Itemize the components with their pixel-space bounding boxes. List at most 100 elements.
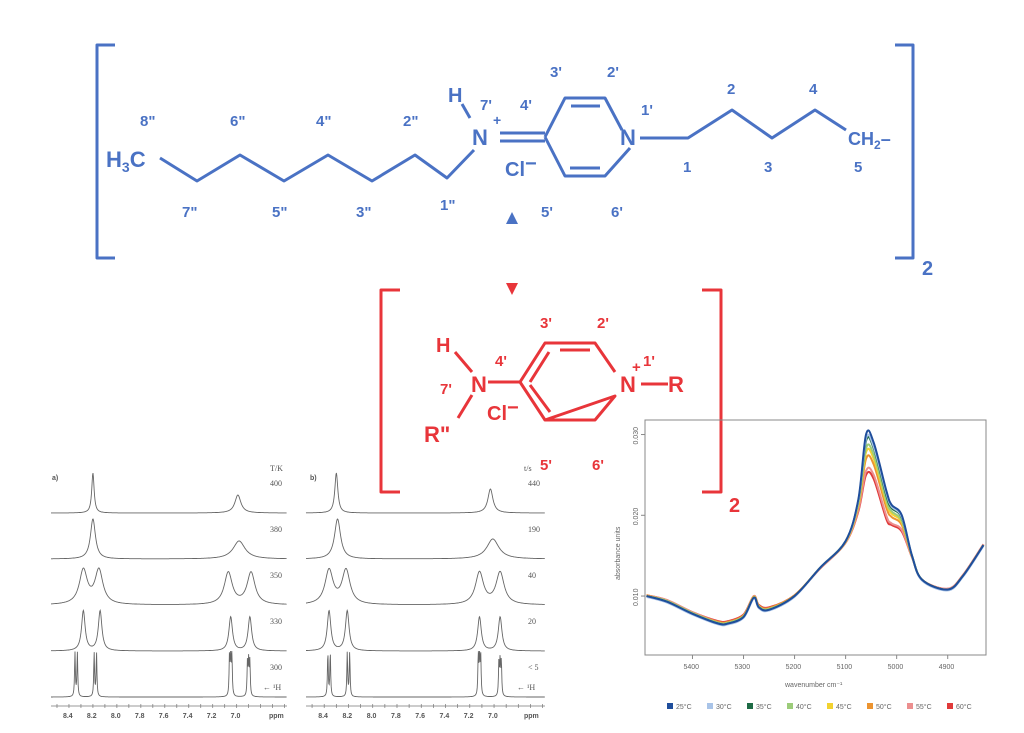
nmr-trace-label: 40: [528, 571, 536, 580]
legend-swatch: [907, 703, 913, 709]
pyridinium-ring: [543, 96, 632, 178]
position-7p: 7': [480, 97, 492, 114]
blue-structure: 2 H3C CH2– N N H + Cl− 8" 6" 4" 2" 7" 5"…: [95, 43, 933, 280]
pentyl-chain: [640, 108, 847, 140]
left-bracket: [95, 43, 115, 260]
ir-x-tick-label: 5300: [735, 664, 751, 671]
positive-charge: +: [493, 112, 501, 128]
nmr-trace: [51, 608, 287, 652]
position-5: 5: [854, 159, 862, 176]
position-1p: 1': [641, 102, 653, 119]
positive-charge-red: +: [632, 359, 641, 376]
position-4pp: 4": [316, 113, 331, 130]
position-7p-red: 7': [440, 381, 452, 398]
hexyl-chain: [159, 148, 476, 183]
legend-label: 30°C: [716, 703, 732, 711]
nmr-tick-label: 7.0: [488, 713, 498, 720]
position-2pp: 2": [403, 113, 418, 130]
imine-double-bond: [500, 131, 545, 143]
position-2: 2: [727, 81, 735, 98]
nmr-tick-label: 8.0: [367, 713, 377, 720]
ir-x-tick-label: 5100: [837, 664, 853, 671]
position-1pp: 1": [440, 197, 455, 214]
nmr-tick-label: 8.2: [87, 713, 97, 720]
right-bracket: [895, 43, 915, 260]
legend-swatch: [867, 703, 873, 709]
atom-h-red: H: [436, 335, 450, 357]
nmr-tick-label: 7.8: [135, 713, 145, 720]
nmr-trace: [51, 473, 287, 514]
position-6pp: 6": [230, 113, 245, 130]
nmr-trace-label: 440: [528, 479, 540, 488]
nmr-trace-label: 350: [270, 571, 282, 580]
polymer-subscript: 2: [922, 258, 933, 280]
ir-y-tick-label: 0.030: [633, 427, 640, 445]
atom-n-imine: N: [472, 125, 488, 150]
panel-b-title: b): [310, 475, 317, 482]
legend-label: 40°C: [796, 703, 812, 711]
nmr-trace: [51, 567, 287, 605]
legend-swatch: [787, 703, 793, 709]
nmr-trace: [51, 518, 287, 560]
resonance-arrow: [506, 212, 518, 295]
position-5p-red: 5': [540, 457, 552, 474]
position-5pp: 5": [272, 204, 287, 221]
nmr-trace-label: < 5: [528, 663, 539, 672]
position-4p-red: 4': [495, 353, 507, 370]
nmr-trace-label: 400: [270, 479, 282, 488]
nmr-tick-label: 8.4: [318, 713, 328, 720]
atom-h: H: [448, 85, 462, 107]
ir-plot-frame: [644, 419, 987, 656]
nmr-trace: [51, 650, 287, 698]
legend-swatch: [947, 703, 953, 709]
panel-b-xlabel: ppm: [524, 713, 539, 720]
right-bracket-red: [702, 288, 723, 494]
position-2p-red: 2': [597, 315, 609, 332]
ir-x-tick-label: 5000: [888, 664, 904, 671]
panel-b-series-label: t/s: [524, 464, 532, 473]
nmr-trace-label: 380: [270, 525, 282, 534]
polymer-subscript-red: 2: [729, 495, 740, 517]
left-bracket-red: [379, 288, 400, 494]
legend-swatch: [747, 703, 753, 709]
panel-a-series-label: T/K: [270, 464, 283, 473]
red-structure: 2 H N N R R" + Cl− 7' 4' 3' 2' 1' 5' 6': [379, 288, 740, 517]
panel-b-nucleus: ← ¹H: [517, 683, 535, 692]
nmr-trace: [305, 472, 545, 514]
position-6p: 6': [611, 204, 623, 221]
nmr-trace: [306, 567, 545, 605]
position-4p: 4': [520, 97, 532, 114]
legend-swatch: [827, 703, 833, 709]
position-3p-red: 3': [540, 315, 552, 332]
ir-series-30c: [646, 433, 985, 627]
position-5p: 5': [541, 204, 553, 221]
nmr-tick-label: 8.4: [63, 713, 73, 720]
nmr-tick-label: 7.2: [464, 713, 474, 720]
position-3: 3: [764, 159, 772, 176]
nmr-tick-label: 7.4: [440, 713, 450, 720]
legend-label: 25°C: [676, 703, 692, 711]
nmr-trace-label: 190: [528, 525, 540, 534]
ir-x-tick-label: 5400: [683, 664, 699, 671]
nmr-tick-label: 8.0: [111, 713, 121, 720]
position-3pp: 3": [356, 204, 371, 221]
amine-bonds: [453, 351, 520, 419]
chloride-label-red: Cl−: [487, 397, 519, 425]
atom-n-pyridinium-red: N: [620, 372, 636, 397]
ir-y-tick-label: 0.010: [633, 588, 640, 606]
legend-swatch: [667, 703, 673, 709]
legend-label: 55°C: [916, 703, 932, 711]
nmr-trace: [306, 608, 545, 652]
position-2p: 2': [607, 64, 619, 81]
ir-series-60c: [646, 470, 985, 624]
legend-swatch: [707, 703, 713, 709]
nmr-trace: [306, 518, 545, 560]
ir-series-40c: [646, 443, 985, 625]
pyridinium-ring-red: [518, 341, 617, 422]
ir-ylabel: absorbance units: [615, 526, 622, 580]
